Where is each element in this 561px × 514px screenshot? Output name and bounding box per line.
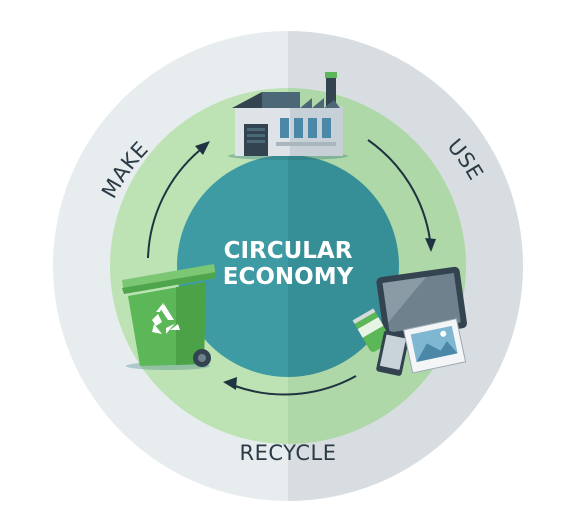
stage-label-recycle: RECYCLE xyxy=(240,441,337,465)
cycle-arrows xyxy=(147,139,436,396)
arrowhead-use xyxy=(425,238,436,252)
arrow-recycle-to-make xyxy=(147,149,201,259)
center-title-line1: CIRCULAR xyxy=(224,238,353,264)
recycle-bin-icon xyxy=(122,264,216,370)
center-title-line2: ECONOMY xyxy=(223,264,354,290)
arrowhead-make xyxy=(195,141,210,155)
devices-icon xyxy=(352,266,467,376)
arrowhead-recycle xyxy=(223,377,237,390)
arrow-use-to-recycle xyxy=(234,375,357,396)
arrow-make-to-use xyxy=(367,139,431,241)
factory-icon xyxy=(228,72,348,160)
